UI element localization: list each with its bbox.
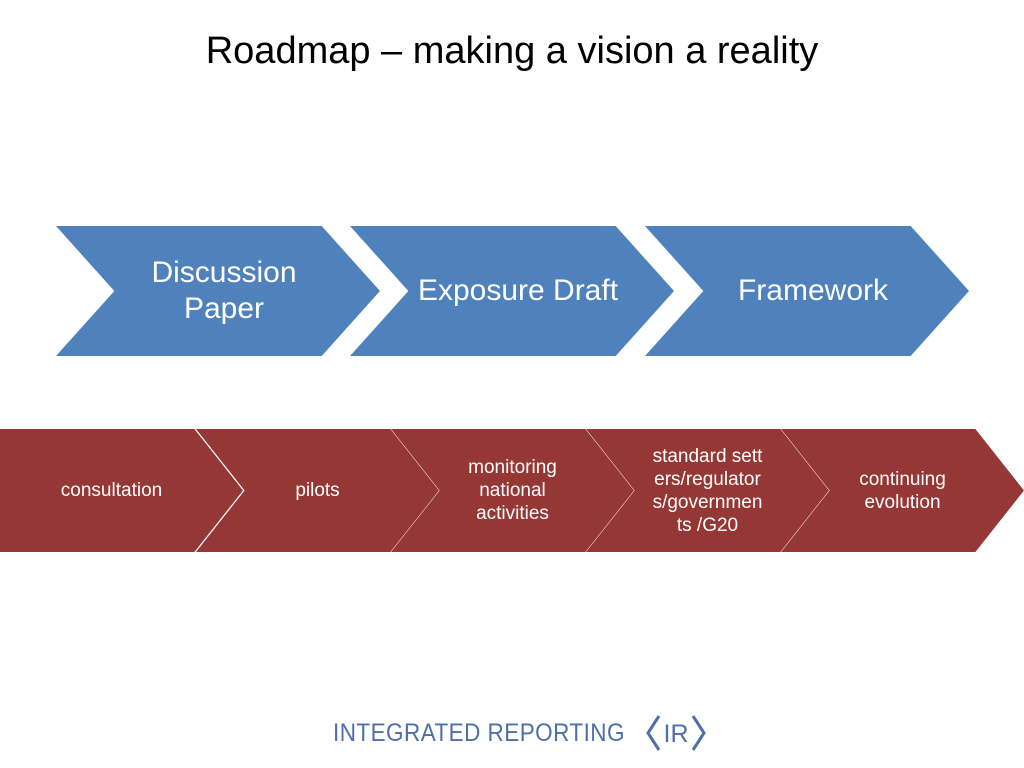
slide-title: Roadmap – making a vision a reality [205, 30, 819, 72]
stage-label: Exposure Draft [417, 274, 619, 307]
logo-text: INTEGRATED REPORTING [333, 718, 625, 747]
activity-chevron-consultation: consultation [0, 429, 243, 552]
activity-label: continuing evolution [859, 468, 946, 513]
activity-label: standard setters/regulators/governments … [652, 445, 763, 536]
stage-label: Framework [737, 274, 888, 307]
stage-chevron-discussion-paper: Discussion Paper [56, 226, 380, 356]
stage-chevron-exposure-draft: Exposure Draft [350, 226, 674, 356]
ir-logo-icon: IR [646, 715, 706, 751]
stage-label: Discussion Paper [151, 256, 297, 325]
activity-label: pilots [295, 480, 340, 501]
integrated-reporting-logo: INTEGRATED REPORTING IR [333, 713, 706, 753]
logo-mark-text: IR [664, 720, 689, 748]
stage-chevron-framework: Framework [645, 226, 969, 356]
activity-label: monitoring national activities [468, 457, 557, 524]
activity-label: consultation [60, 480, 163, 501]
